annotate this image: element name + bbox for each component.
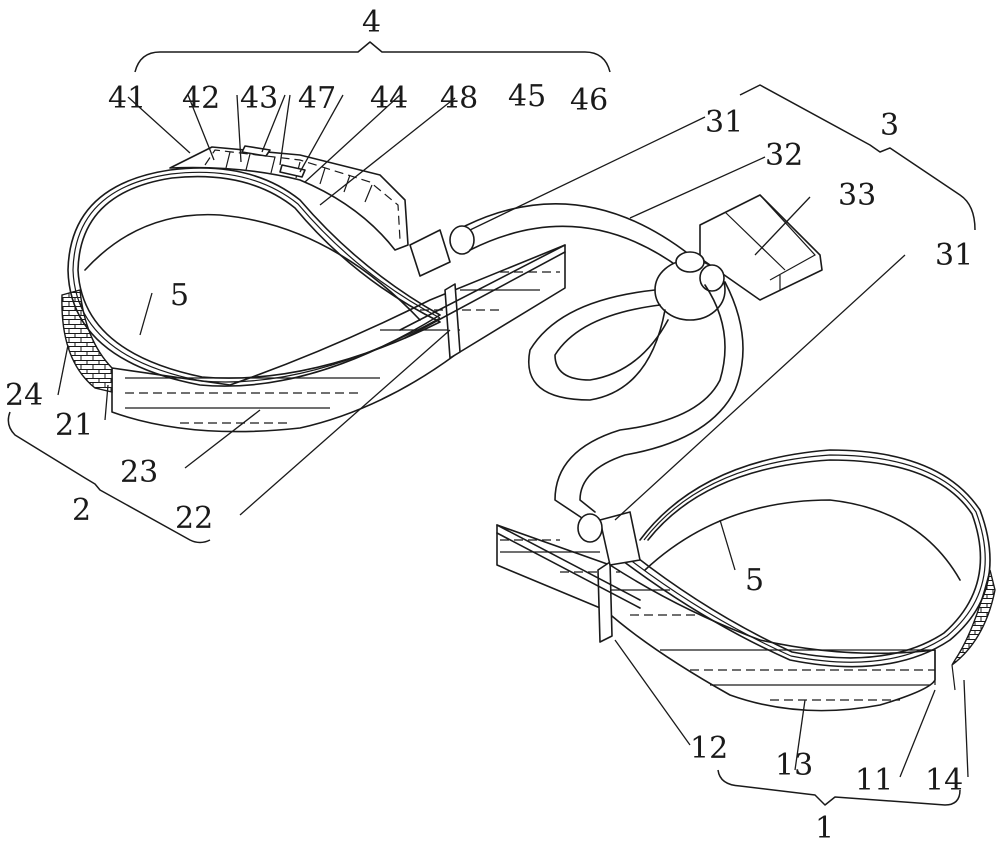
hose-assembly xyxy=(464,194,823,521)
left-hose-fitting xyxy=(409,229,451,277)
label-42: 42 xyxy=(182,81,220,116)
label-2: 2 xyxy=(72,493,91,528)
right-loop-outer xyxy=(614,449,991,668)
label-5-right: 5 xyxy=(745,563,764,598)
right-lens xyxy=(644,499,961,581)
label-43: 43 xyxy=(240,81,278,116)
label-11: 11 xyxy=(855,763,893,798)
hose-loop xyxy=(528,289,666,401)
label-14: 14 xyxy=(925,763,963,798)
brace-group-3 xyxy=(739,84,976,231)
braces xyxy=(7,41,976,806)
right-clip xyxy=(597,561,613,643)
left-loop-outer xyxy=(67,167,441,387)
label-48: 48 xyxy=(440,81,478,116)
right-hose-fitting xyxy=(599,511,641,566)
left-loop-inner xyxy=(77,175,441,379)
label-13: 13 xyxy=(775,748,813,783)
label-24: 24 xyxy=(5,378,43,413)
label-5-left: 5 xyxy=(170,278,189,313)
left-pad-body xyxy=(111,244,566,433)
label-32: 32 xyxy=(765,138,803,173)
brace-group-4 xyxy=(134,41,611,73)
right-band-assembly xyxy=(496,449,996,712)
right-loop-inner xyxy=(624,459,982,659)
brace-group-2 xyxy=(7,411,211,544)
label-31-lower: 31 xyxy=(935,238,973,273)
label-4: 4 xyxy=(362,5,381,40)
label-44: 44 xyxy=(370,81,408,116)
label-21: 21 xyxy=(55,408,93,443)
hose-lower xyxy=(554,284,726,521)
left-lens xyxy=(84,213,421,321)
brace-group-1 xyxy=(717,769,961,806)
label-3: 3 xyxy=(880,108,899,143)
left-brick-side xyxy=(61,289,113,393)
hose-upper xyxy=(464,203,691,256)
label-33: 33 xyxy=(838,178,876,213)
label-45: 45 xyxy=(508,79,546,114)
label-47: 47 xyxy=(298,81,336,116)
left-clip xyxy=(444,283,461,359)
left-band-assembly xyxy=(61,145,566,433)
reference-labels: 4 41 42 43 47 44 48 45 46 3 31 32 33 31 … xyxy=(5,5,973,846)
left-housing xyxy=(169,146,409,251)
label-41: 41 xyxy=(108,81,146,116)
label-1: 1 xyxy=(815,811,834,846)
label-46: 46 xyxy=(570,83,608,118)
leader-lines xyxy=(57,94,969,778)
label-12: 12 xyxy=(690,731,728,766)
label-23: 23 xyxy=(120,455,158,490)
label-22: 22 xyxy=(175,501,213,536)
label-31-upper: 31 xyxy=(705,105,743,140)
